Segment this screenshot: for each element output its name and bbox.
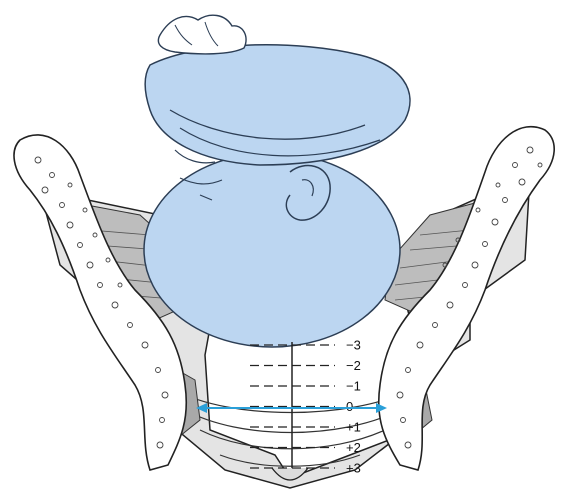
station-label: −2: [346, 358, 361, 373]
station-label: −1: [346, 379, 361, 394]
station-label: 0: [346, 399, 353, 414]
station-label: −3: [346, 338, 361, 353]
station-label: +3: [346, 461, 361, 476]
station-label: +1: [346, 420, 361, 435]
fetal-head: [144, 15, 410, 347]
station-label: +2: [346, 440, 361, 455]
